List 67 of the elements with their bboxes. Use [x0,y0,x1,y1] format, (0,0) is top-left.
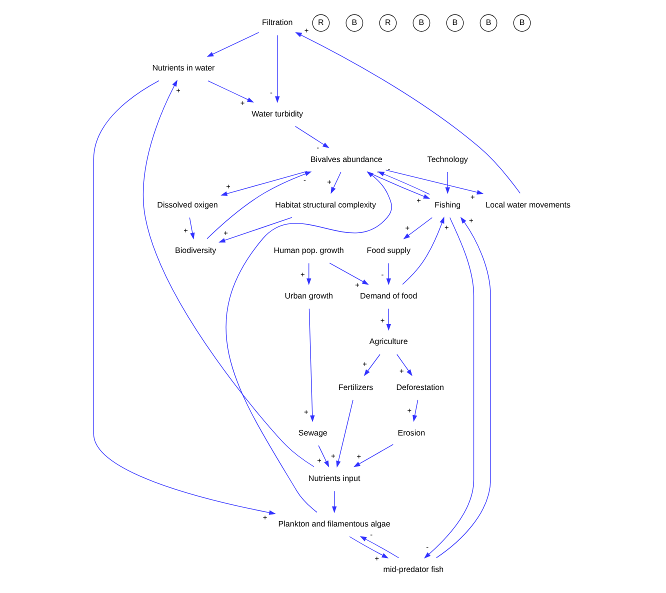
arrow [294,126,329,148]
edge-label: + [304,26,308,35]
edge-label: + [470,192,474,202]
arrow [225,171,392,513]
edge-label: + [240,98,244,108]
edge-label: - [316,142,319,152]
edge-label: + [223,228,228,238]
arrow [207,80,254,102]
arrow [348,536,388,558]
edge-label: - [370,530,372,540]
edge-label: - [269,88,272,98]
arrow [384,170,484,195]
edge-label: + [404,223,410,232]
arrow [336,400,353,468]
edge-label: + [262,512,267,522]
arrow [402,217,432,240]
arrow [218,217,292,243]
arrow [306,262,311,286]
edge-label: + [468,216,473,225]
arrow [363,354,380,376]
edge-label: + [300,270,304,280]
arrow [386,262,390,286]
edge-label: + [416,196,420,205]
arrow [353,444,393,468]
arrow [318,445,329,468]
edge-label: + [176,86,180,96]
arrow [328,262,368,285]
edge-label: + [316,456,321,466]
edge-label: + [326,177,331,186]
edge-label: + [406,406,412,415]
arrow [386,308,390,331]
arrow [366,172,430,199]
arrow [188,217,194,240]
arrow [436,216,490,558]
arrow [396,354,412,376]
edge-label: + [399,366,404,376]
arrow [330,172,341,194]
edge-label: + [303,407,308,416]
arrow [206,171,312,240]
arrow [424,217,474,558]
arrow [142,80,314,468]
edge-label: - [302,176,306,185]
edge-label: - [380,270,384,280]
arrow [331,490,336,514]
edge-label: + [362,359,366,368]
arrow [294,32,520,194]
arrow [206,32,259,57]
edge-label: + [226,182,230,191]
edge-label: + [354,280,359,290]
edge-label: + [330,452,335,461]
arrow [412,400,418,422]
edge-label: - [426,542,428,552]
edge-label: + [183,226,188,235]
edge-label: + [374,554,379,564]
arrow [377,172,430,195]
arrow [274,34,280,103]
edge-label: + [356,452,361,461]
edge-label: + [380,316,384,325]
arrow [444,172,450,194]
edge-label: - [376,167,380,176]
arrow [359,536,399,558]
edge-label: + [444,222,448,232]
arrow [308,308,314,422]
arrow [220,171,307,196]
arrow [92,80,276,515]
edge-label: - [387,164,390,174]
arrow [402,216,444,285]
